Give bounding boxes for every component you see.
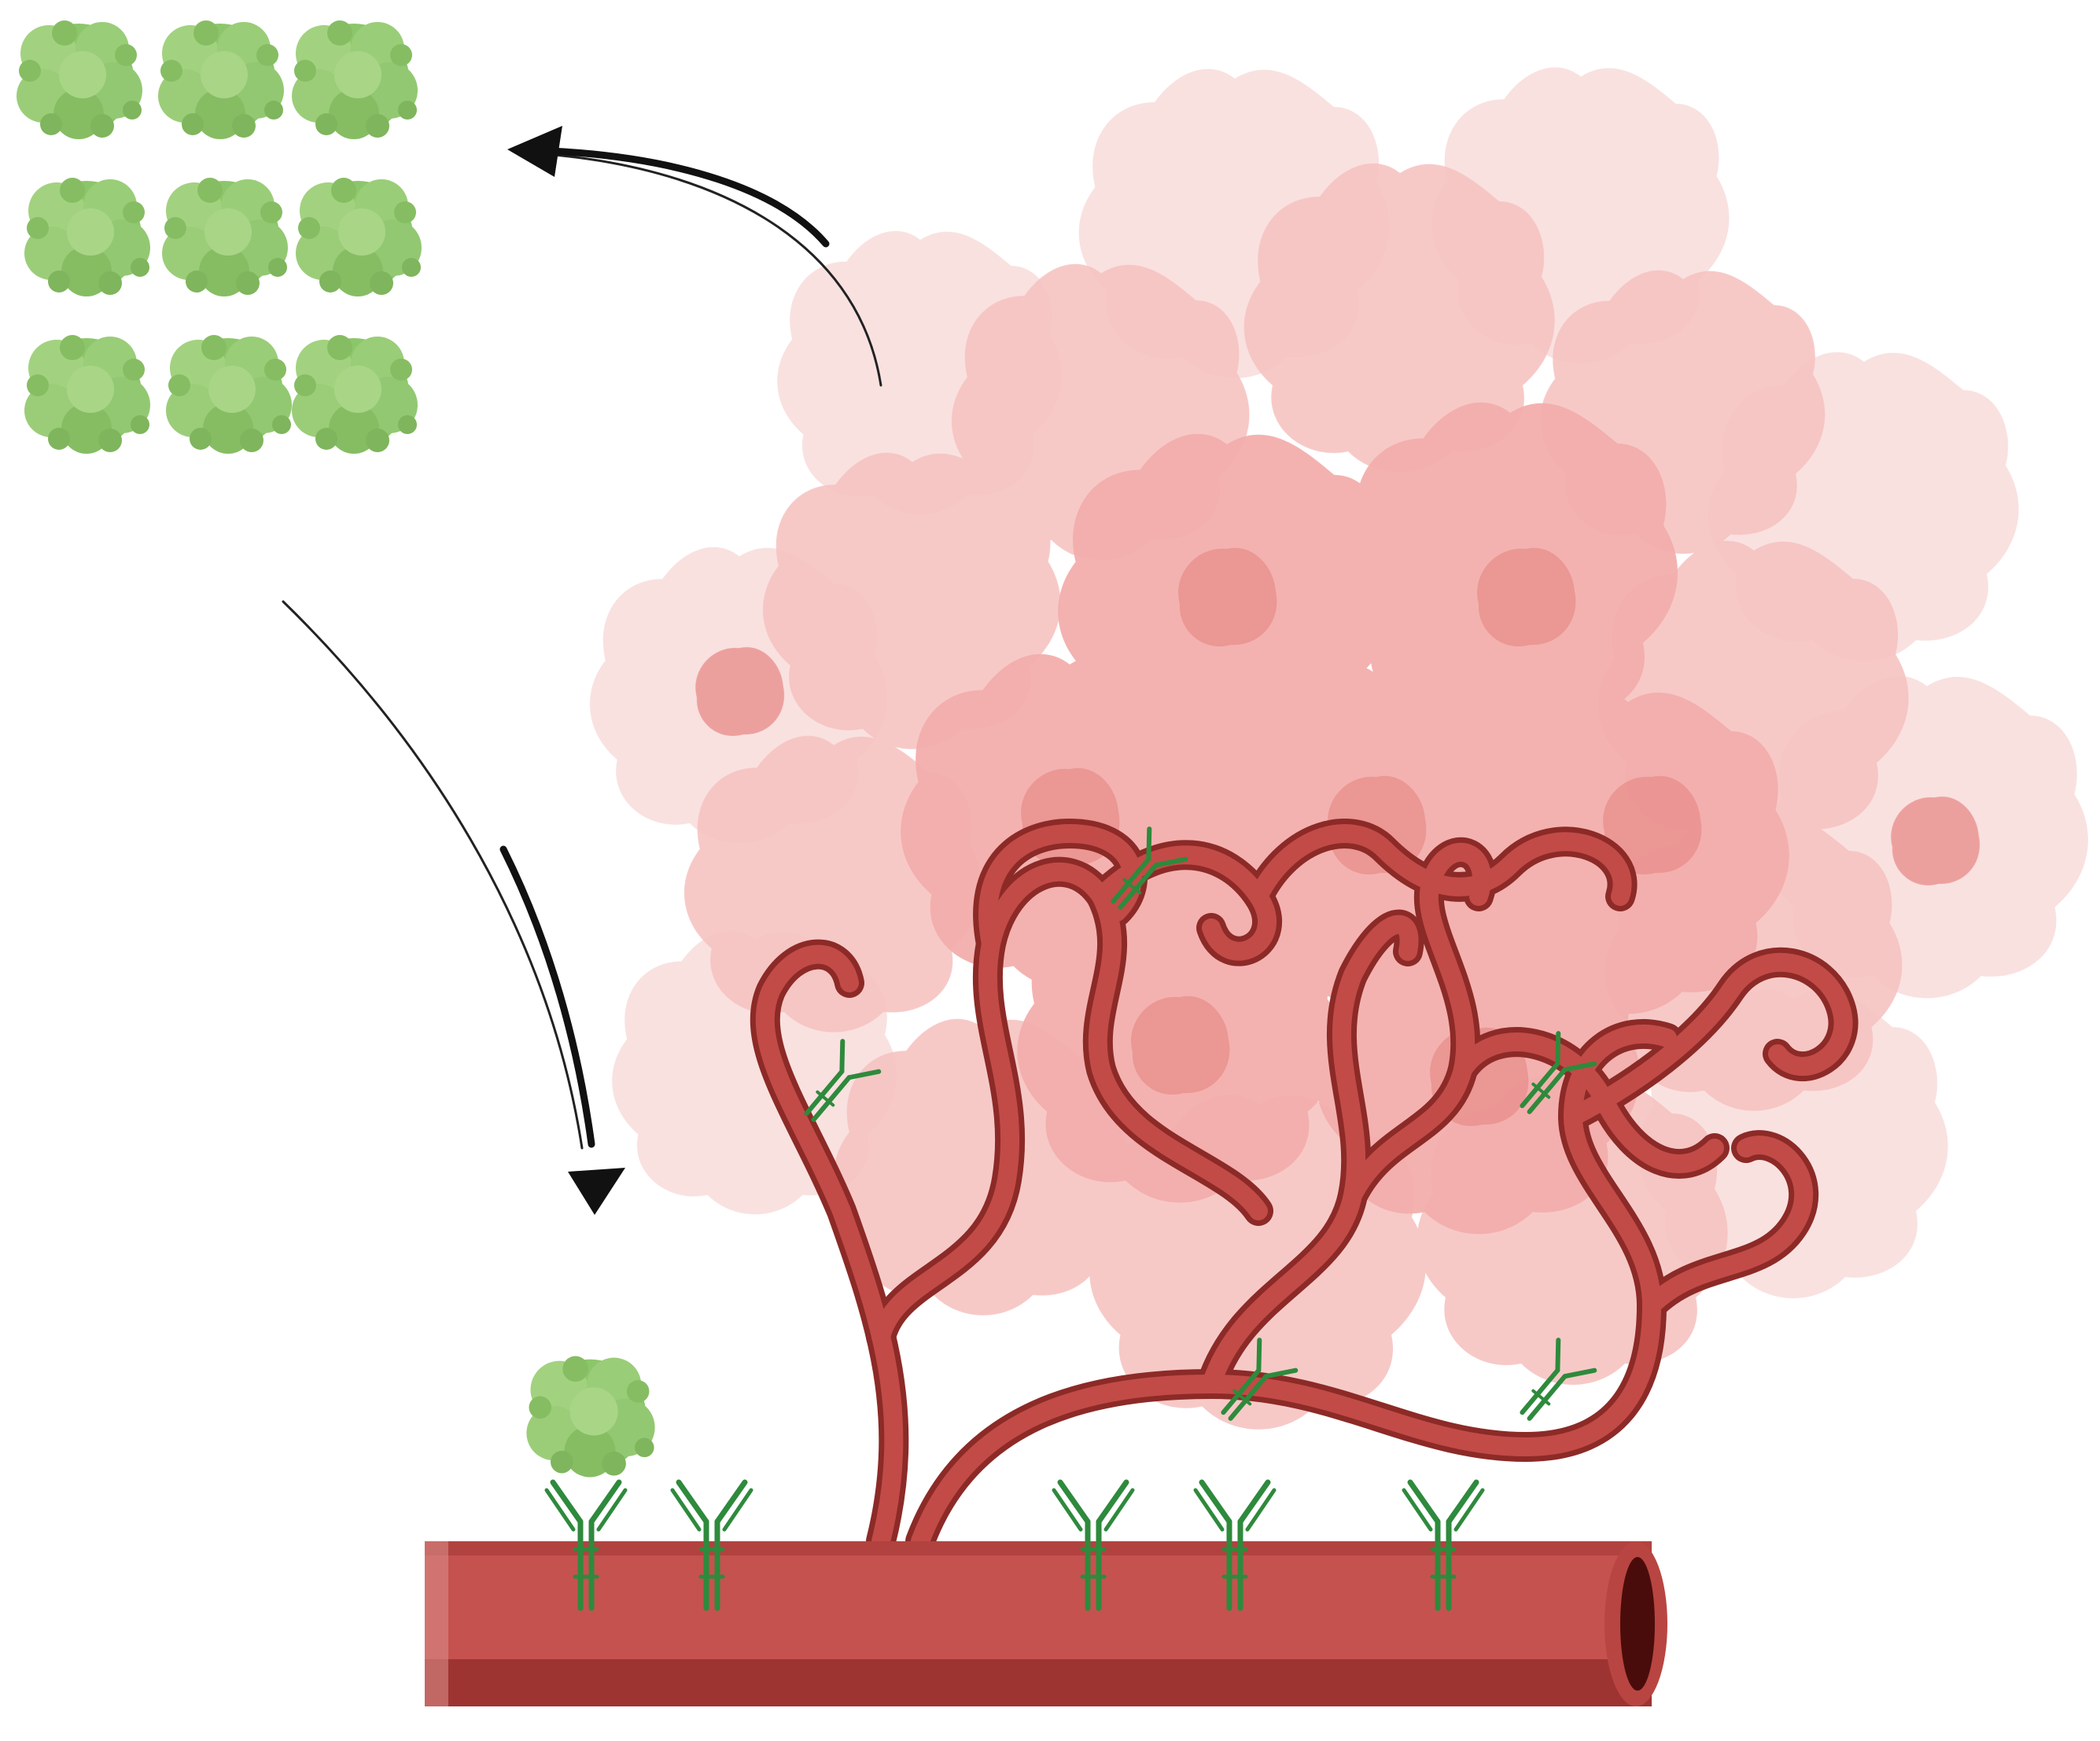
green-particle-icon	[292, 20, 418, 139]
release-arrow	[533, 152, 882, 387]
green-particle-icon	[24, 178, 150, 296]
green-particle-icon	[296, 178, 422, 296]
green-particle-grid	[17, 20, 422, 454]
green-particle-icon	[158, 20, 284, 139]
tortuous-blood-vessels-icon	[750, 819, 1859, 1556]
green-particle-icon	[162, 178, 288, 296]
blood-vessel-tube-icon	[425, 1541, 1667, 1706]
targeting-arrow	[282, 600, 584, 1150]
arrows	[282, 126, 882, 1215]
green-particle-icon	[17, 20, 142, 139]
bound-particle-icon	[526, 1356, 655, 1478]
green-particle-icon	[166, 335, 292, 454]
green-particle-icon	[292, 335, 418, 454]
green-particle-icon	[24, 335, 150, 454]
